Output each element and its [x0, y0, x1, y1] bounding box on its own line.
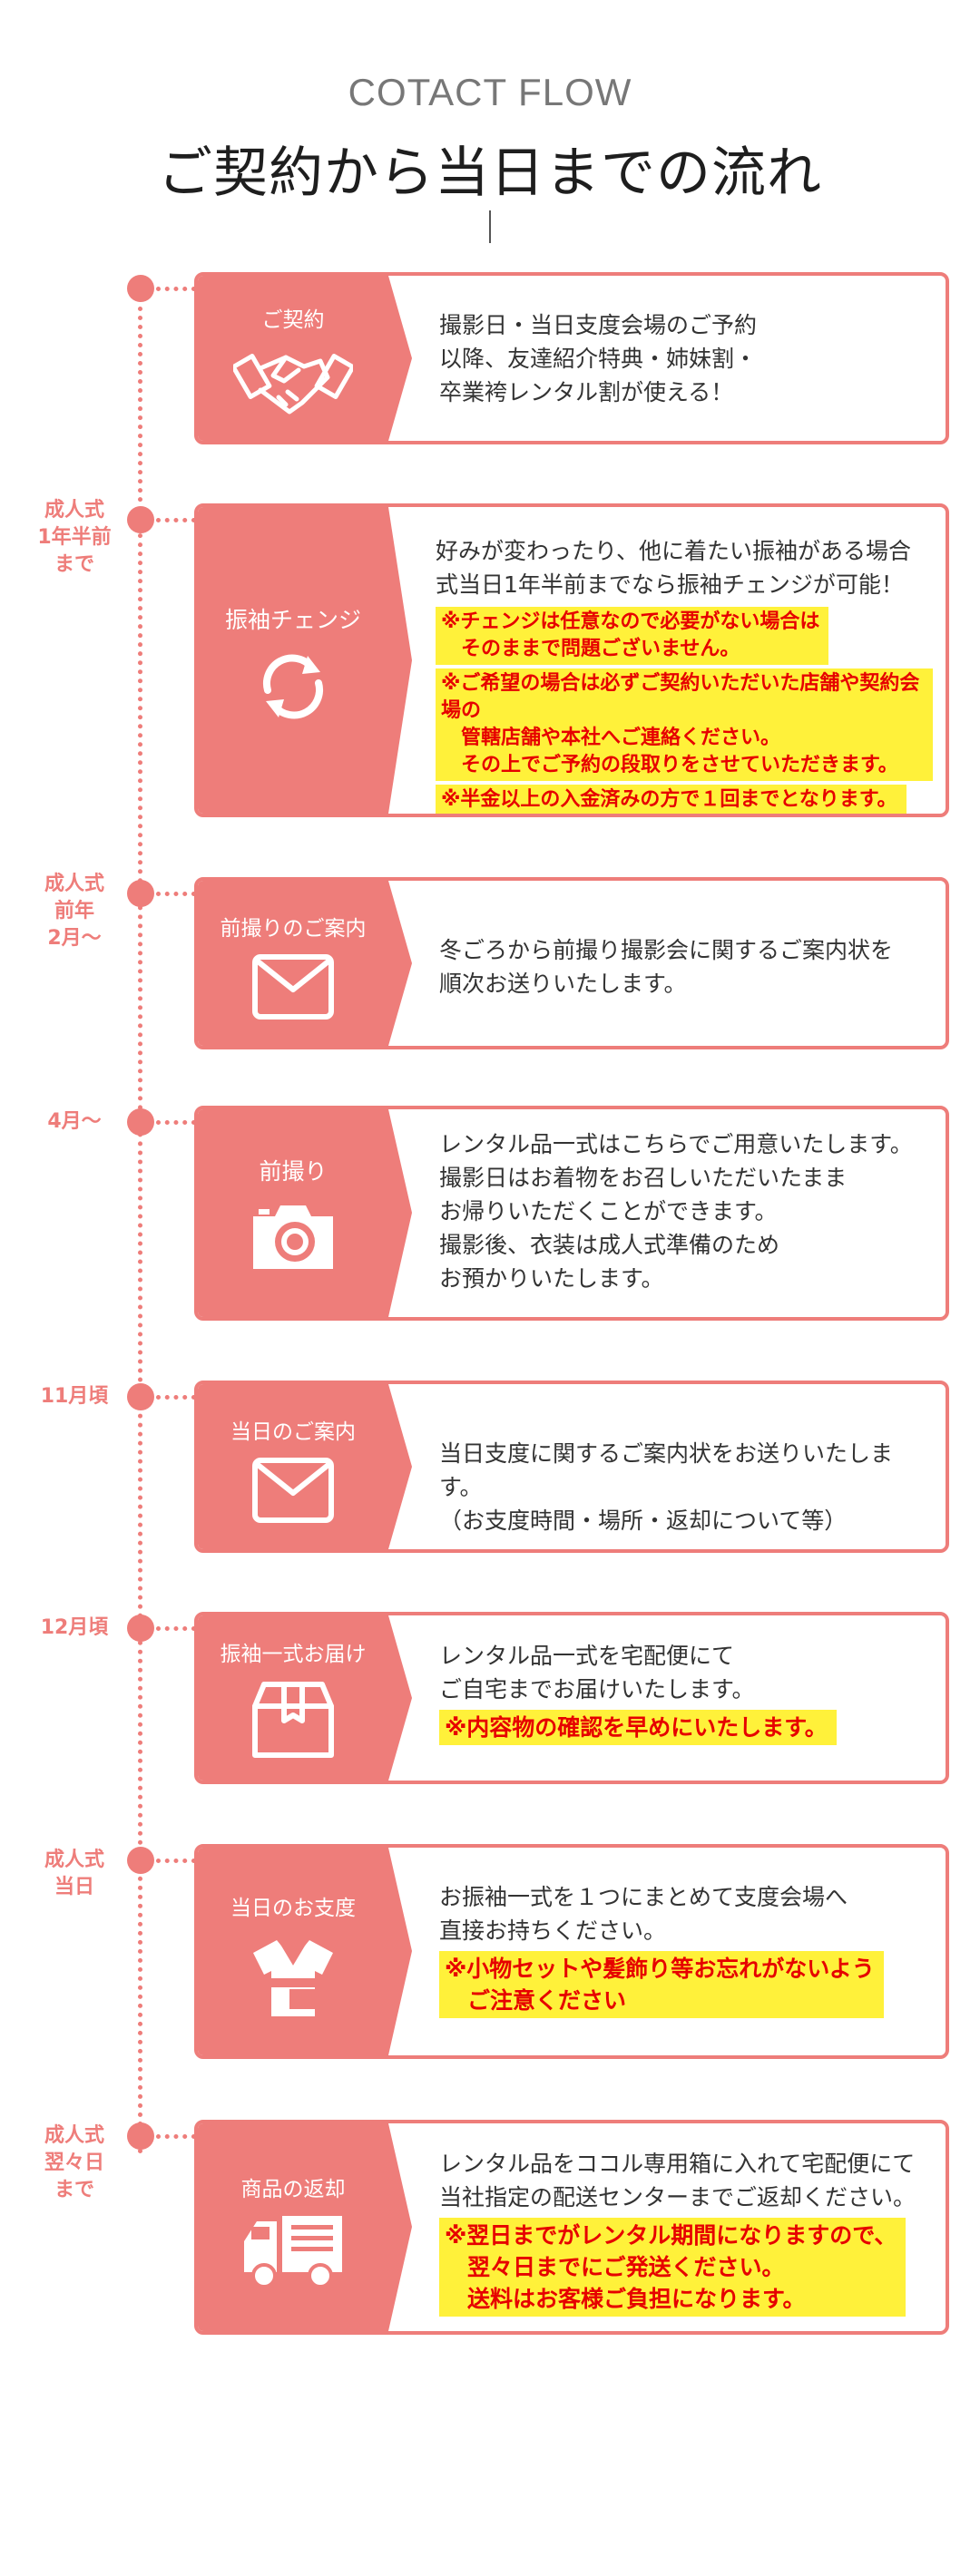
timeline-connector [156, 892, 196, 896]
timeline-dot [127, 1108, 154, 1136]
step-timing: 成人式 翌々日 まで [44, 2124, 104, 2201]
step-timing: 11月頃 [40, 1385, 109, 1408]
step-timing: 成人式 前年 2月〜 [44, 873, 104, 950]
card-text: 撮影日・当日支度会場のご予約 以降、友達紹介特典・姉妹割・ 卒業袴レンタル割が使… [439, 312, 758, 405]
caution-note: ※半金以上の入金済みの方で１回までとなります。 [436, 785, 906, 814]
timeline-connector [156, 1395, 196, 1400]
card-body: 好みが変わったり、他に着たい振袖がある場合 式当日1年半前までなら振袖チェンジが… [436, 534, 933, 814]
step-timing: 4月〜 [47, 1110, 102, 1133]
step-timing: 成人式 当日 [44, 1849, 104, 1898]
card-body: レンタル品一式はこちらでご用意いたします。 撮影日はお着物をお召しいただいたまま… [439, 1127, 933, 1295]
card-label-panel: 振袖チェンジ [198, 507, 412, 814]
refresh-icon [198, 649, 388, 725]
caution-note: ※内容物の確認を早めにいたします。 [439, 1710, 837, 1745]
card-label: 振袖一式お届け [220, 1643, 367, 1666]
card-label: 振袖チェンジ [224, 607, 361, 633]
card-label-panel: ご契約 [198, 276, 412, 441]
card-text: 当日支度に関するご案内状をお送りいたします。 （お支度時間・場所・返却について等… [439, 1440, 894, 1534]
card-label: 前撮り [259, 1158, 328, 1185]
card-label-panel: 前撮りのご案内 [198, 881, 412, 1046]
card-text: レンタル品をココル専用箱に入れて宅配便にて 当社指定の配送センターまでご返却くだ… [439, 2151, 916, 2210]
card-label-panel: 商品の返却 [198, 2123, 412, 2331]
timeline-dot [127, 275, 154, 302]
envelope-icon [198, 953, 388, 1020]
step-card: 当日のお支度 お振袖一式を１つにまとめて支度会場へ 直接お持ちください。 ※小物… [194, 1844, 949, 2059]
card-text: レンタル品一式はこちらでご用意いたします。 撮影日はお着物をお召しいただいたまま… [439, 1131, 913, 1292]
envelope-icon [198, 1457, 388, 1524]
page-title: ご契約から当日までの流れ [158, 141, 822, 205]
card-body: レンタル品をココル専用箱に入れて宅配便にて 当社指定の配送センターまでご返却くだ… [439, 2147, 933, 2317]
caution-note: ※小物セットや髪飾り等お忘れがないよう ご注意ください [439, 1951, 884, 2018]
timeline-connector [156, 1120, 196, 1125]
card-label-panel: 当日のご案内 [198, 1384, 412, 1549]
card-label-panel: 前撮り [198, 1109, 412, 1317]
step-card: 商品の返却 レンタル品をココル専用箱に入れて宅配便にて 当社指定の配送センターま… [194, 2120, 949, 2335]
section-eyebrow: COTACT FLOW [348, 71, 632, 113]
step-card: 振袖チェンジ 好みが変わったり、他に着たい振袖がある場合 式当日1年半前までなら… [194, 503, 949, 817]
timeline-connector [156, 1859, 196, 1863]
timeline-dot [127, 1383, 154, 1410]
box-icon [198, 1679, 388, 1759]
card-label: ご契約 [261, 308, 325, 332]
step-card: 前撮りのご案内 冬ごろから前撮り撮影会に関するご案内状を 順次お送りいたします。 [194, 877, 949, 1049]
title-divider [489, 210, 491, 243]
timeline-connector [156, 518, 196, 522]
card-text: 好みが変わったり、他に着たい振袖がある場合 式当日1年半前までなら振袖チェンジが… [436, 538, 912, 598]
card-label: 当日のご案内 [230, 1420, 356, 1444]
step-timing: 12月頃 [40, 1616, 109, 1639]
step-card: 前撮り レンタル品一式はこちらでご用意いたします。 撮影日はお着物をお召しいただ… [194, 1106, 949, 1321]
kimono-icon [198, 1935, 388, 2022]
timeline-dot [127, 506, 154, 533]
card-label: 当日のお支度 [230, 1897, 356, 1920]
caution-note: ※ご希望の場合は必ずご契約いただいた店舗や契約会場の 管轄店舗や本社へご連絡くだ… [436, 668, 933, 781]
card-text: お振袖一式を１つにまとめて支度会場へ 直接お持ちください。 [439, 1884, 848, 1944]
card-body: お振袖一式を１つにまとめて支度会場へ 直接お持ちください。 ※小物セットや髪飾り… [439, 1880, 933, 2018]
timeline-dot [127, 1615, 154, 1642]
step-timing: 成人式 1年半前 まで [37, 499, 112, 576]
timeline-dot [127, 880, 154, 907]
handshake-icon [198, 341, 388, 423]
card-label-panel: 当日のお支度 [198, 1848, 412, 2055]
timeline-dot [127, 2122, 154, 2150]
step-card: ご契約 撮影日・当日支度会場のご予約 以降、友達紹介特典・姉妹割・ 卒業袴レンタ… [194, 272, 949, 444]
timeline-line [138, 288, 142, 2155]
card-body: 冬ごろから前撮り撮影会に関するご案内状を 順次お送りいたします。 [439, 933, 933, 1000]
card-text: 冬ごろから前撮り撮影会に関するご案内状を 順次お送りいたします。 [439, 937, 894, 997]
camera-icon [198, 1200, 388, 1273]
timeline-connector [156, 287, 196, 291]
step-card: 振袖一式お届け レンタル品一式を宅配便にて ご自宅までお届けいたします。 ※内容… [194, 1612, 949, 1784]
caution-note: ※翌日までがレンタル期間になりますので、 翌々日までにご発送ください。 送料はお… [439, 2218, 906, 2317]
caution-note: ※チェンジは任意なので必要がない場合は そのままで問題ございません。 [436, 607, 829, 665]
card-text: レンタル品一式を宅配便にて ご自宅までお届けいたします。 [439, 1643, 755, 1703]
card-body: レンタル品一式を宅配便にて ご自宅までお届けいたします。 ※内容物の確認を早めに… [439, 1639, 933, 1745]
card-label: 商品の返却 [240, 2178, 346, 2201]
card-body: 当日支度に関するご案内状をお送りいたします。 （お支度時間・場所・返却について等… [439, 1437, 933, 1537]
timeline-dot [127, 1847, 154, 1874]
card-label-panel: 振袖一式お届け [198, 1615, 412, 1781]
card-body: 撮影日・当日支度会場のご予約 以降、友達紹介特典・姉妹割・ 卒業袴レンタル割が使… [439, 308, 933, 409]
step-card: 当日のご案内 当日支度に関するご案内状をお送りいたします。 （お支度時間・場所・… [194, 1381, 949, 1553]
timeline-connector [156, 1626, 196, 1631]
timeline-connector [156, 2134, 196, 2139]
card-label: 前撮りのご案内 [220, 917, 367, 941]
truck-icon [198, 2214, 388, 2288]
